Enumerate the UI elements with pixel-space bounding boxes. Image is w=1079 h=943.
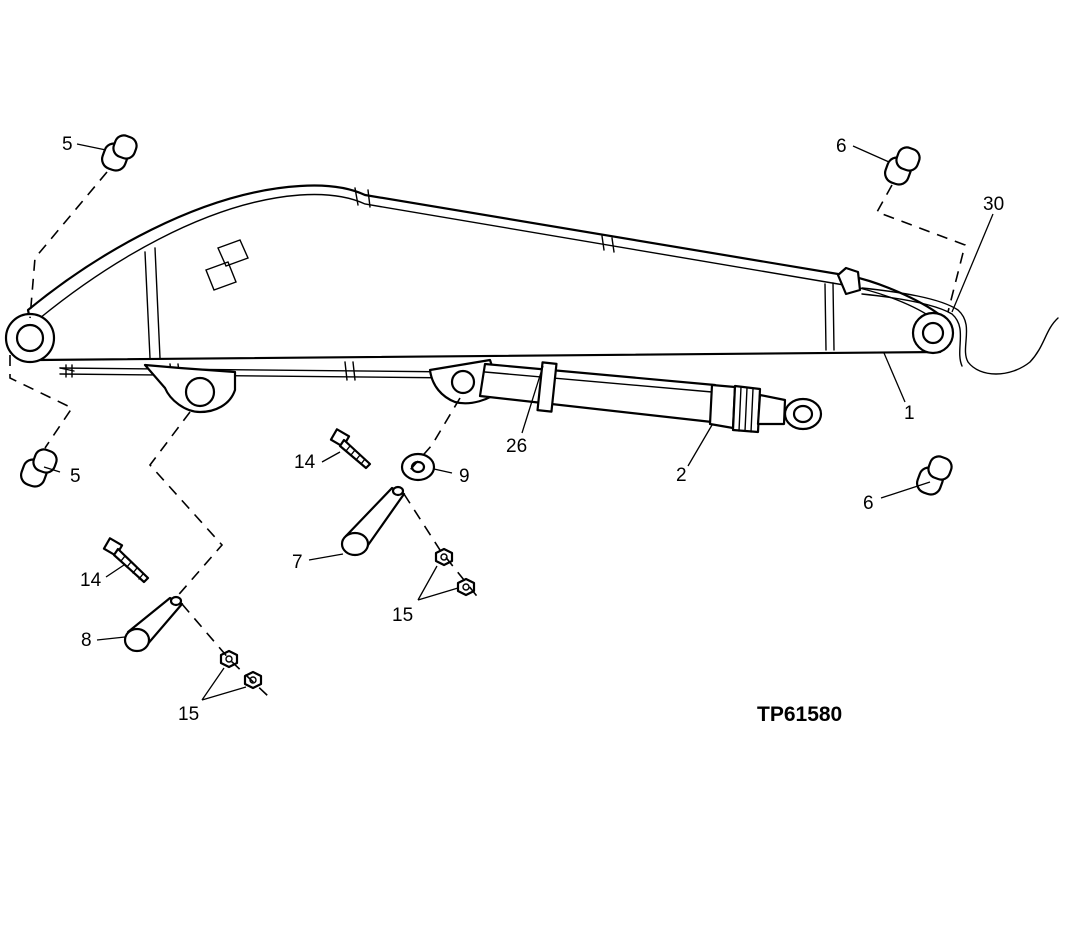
bushing-right-bottom xyxy=(915,455,953,496)
bolt-lower xyxy=(102,537,150,584)
callout-bushing-right-bottom: 6 xyxy=(863,493,874,514)
bushing-left-top xyxy=(100,134,138,172)
callout-washer: 9 xyxy=(459,466,470,487)
callout-line: 26 xyxy=(506,436,527,457)
washer xyxy=(400,452,436,482)
nuts-lower xyxy=(219,649,263,690)
callout-leaders xyxy=(43,143,994,701)
callout-bolt-lower: 14 xyxy=(80,570,102,591)
callout-nuts-upper: 15 xyxy=(392,605,413,626)
bushing-left-bottom xyxy=(19,448,58,488)
boom-cylinder xyxy=(478,361,823,434)
pin-cylinder xyxy=(340,485,406,557)
callout-bushing-right-top: 6 xyxy=(836,136,847,157)
pin-boom xyxy=(123,595,184,653)
callout-pin-cylinder: 7 xyxy=(292,552,303,573)
bushing-right-top xyxy=(883,146,921,186)
callout-bolt-upper: 14 xyxy=(294,452,316,473)
assembly-center-lines xyxy=(9,171,966,697)
nuts-upper xyxy=(434,547,476,597)
callout-bushing-left-bottom: 5 xyxy=(70,466,81,487)
callout-boom: 1 xyxy=(904,403,915,424)
callout-nuts-lower: 15 xyxy=(178,704,199,725)
callout-cylinder: 2 xyxy=(676,465,687,486)
callout-hose: 30 xyxy=(983,194,1004,215)
callout-bushing-left-top: 5 xyxy=(62,134,73,155)
callout-pin-boom: 8 xyxy=(81,630,92,651)
callout-labels: 1 2 5 5 6 6 7 8 9 14 14 15 15 26 30 xyxy=(62,134,1004,725)
bolt-upper xyxy=(329,428,372,470)
figure-reference-id: TP61580 xyxy=(757,703,842,726)
